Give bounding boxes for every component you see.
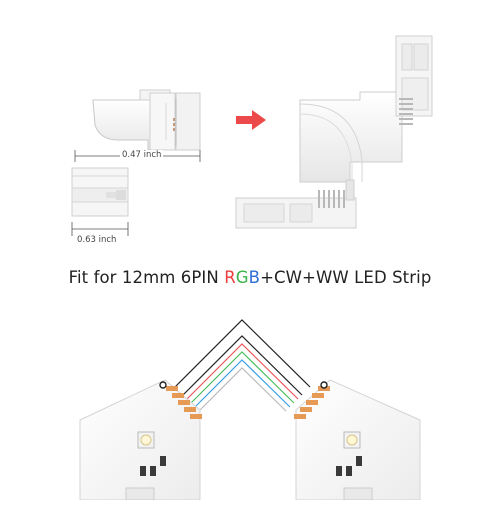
pin-contacts bbox=[173, 118, 175, 131]
wire-black bbox=[174, 319, 311, 388]
wiring-diagram bbox=[79, 319, 421, 501]
wire-red bbox=[186, 343, 299, 400]
dimension-depth bbox=[71, 222, 129, 236]
connector-clip bbox=[71, 167, 129, 217]
dimension-width-label: 0.47 inch bbox=[120, 150, 164, 160]
right-arrow-icon bbox=[236, 110, 266, 130]
wire-green bbox=[190, 351, 295, 404]
wire-white bbox=[198, 367, 287, 412]
headline-r: R bbox=[224, 268, 236, 287]
headline-g: G bbox=[235, 268, 249, 287]
headline-prefix: Fit for 12mm 6PIN bbox=[68, 268, 225, 287]
l-connector-open bbox=[235, 35, 433, 229]
lower-pins bbox=[318, 190, 345, 208]
dimension-depth-label: 0.63 inch bbox=[75, 235, 119, 245]
led-strip-right bbox=[294, 379, 421, 501]
solder-pads-left bbox=[166, 386, 202, 419]
headline-suffix: +CW+WW LED Strip bbox=[260, 268, 432, 287]
headline: Fit for 12mm 6PIN RGB+CW+WW LED Strip bbox=[0, 268, 500, 287]
wire-black-2 bbox=[182, 335, 303, 396]
wire-blue bbox=[194, 359, 291, 408]
led-strip-left bbox=[79, 379, 202, 501]
resistors-right bbox=[336, 456, 362, 476]
headline-b: B bbox=[248, 268, 261, 287]
led-chip-right bbox=[343, 431, 361, 449]
led-chip-left bbox=[137, 431, 155, 449]
upper-pins bbox=[399, 98, 413, 125]
resistors-left bbox=[140, 456, 166, 476]
l-connector-closed bbox=[92, 89, 201, 151]
